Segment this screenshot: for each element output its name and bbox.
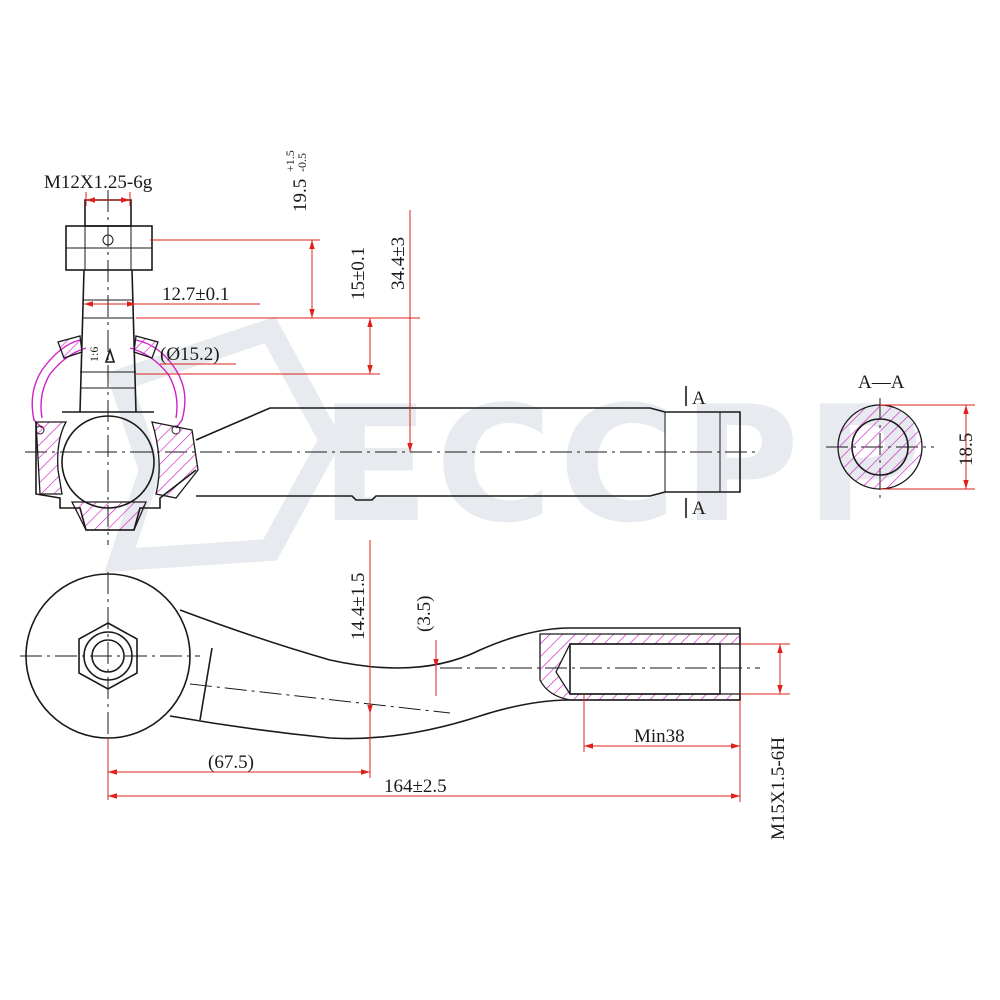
dim-tol-plus: +1.5 [283, 150, 297, 172]
dim-diameter-15-2: (Ø15.2) [160, 344, 220, 365]
section-markers: A A [685, 386, 706, 519]
dim-height-34-4: 34.4±3 [388, 237, 409, 290]
dim-height-15: 15±0.1 [348, 247, 369, 300]
dim-length-164: 164±2.5 [384, 776, 447, 797]
watermark-logo-icon [104, 316, 343, 573]
ball-stud [79, 269, 137, 413]
dim-bore-thread: M15X1.5-6H [768, 737, 789, 840]
taper-arrow-icon [104, 347, 116, 363]
threaded-bore [569, 643, 721, 695]
section-marker-bottom: A [692, 498, 706, 519]
watermark-text: ECCPP [320, 371, 929, 558]
dim-taper: 1:6 [87, 347, 101, 362]
dim-length-67-5: (67.5) [208, 752, 254, 773]
section-bore [851, 418, 909, 476]
ball-icon [61, 415, 155, 509]
bottom-view [20, 572, 760, 748]
watermark: ECCPP [104, 316, 929, 573]
cotter-pin-hole-icon [102, 234, 114, 246]
dimensions: M12X1.25-6g 19.5 +1.5 -0.5 12.7±0.1 15±0… [44, 150, 790, 840]
dim-tol-minus: -0.5 [295, 153, 309, 172]
dim-stud-thread: M12X1.25-6g [44, 172, 153, 193]
dim-height-19-5: 19.5 [290, 179, 311, 212]
dim-section-diameter: 18.5 [956, 433, 977, 466]
dim-min-38: Min38 [634, 726, 685, 747]
section-marker-top: A [692, 388, 706, 409]
dim-offset-14-4: 14.4±1.5 [348, 573, 369, 640]
top-view: A A [25, 190, 760, 545]
section-view-label: A—A [858, 372, 905, 393]
dim-offset-3-5: (3.5) [414, 596, 435, 632]
section-a-a: A—A 18.5 [826, 372, 977, 500]
shaft [195, 407, 741, 501]
section-ring [837, 404, 923, 490]
dim-width-12-7: 12.7±0.1 [162, 284, 229, 305]
castle-nut [65, 199, 153, 271]
nut-hex-icon [78, 622, 138, 690]
socket-housing [35, 411, 199, 531]
